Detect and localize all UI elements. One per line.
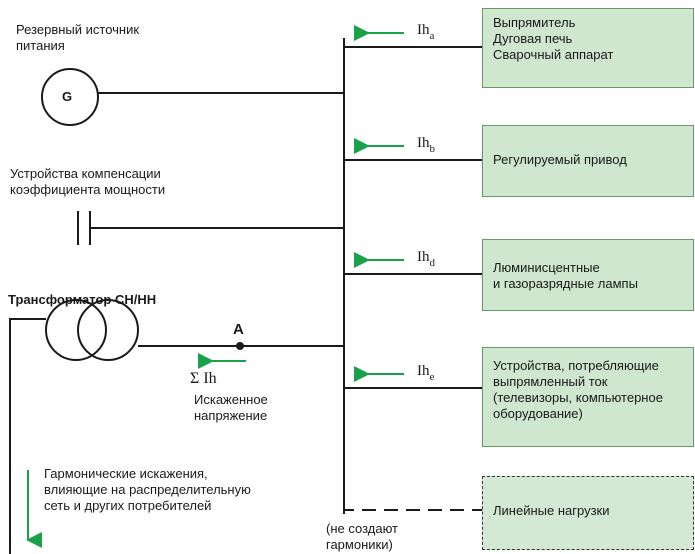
sum-current-label: Σ Ih xyxy=(190,370,217,387)
load-box-rectified-current: Устройства, потребляющие выпрямленный то… xyxy=(482,347,694,447)
transformer-coil-left xyxy=(45,299,107,361)
load-box-lamps: Люминисцентные и газоразрядные лампы xyxy=(482,239,694,311)
current-label-e: Ihe xyxy=(417,363,435,383)
generator-symbol: G xyxy=(62,89,73,104)
transformer-label: Трансформатор СН/НН xyxy=(8,292,157,307)
capacitor-label: Устройства компенсации коэффициента мощн… xyxy=(10,166,166,197)
current-label-d: Ihd xyxy=(417,249,435,269)
network-wire xyxy=(9,318,46,554)
distortion-note: Гармонические искажения, влияющие на рас… xyxy=(44,466,251,513)
load-box-drive: Регулируемый привод xyxy=(482,125,694,197)
point-a-dot xyxy=(236,342,244,350)
point-a-label: A xyxy=(233,321,244,338)
current-label-b: Ihb xyxy=(417,135,435,155)
distorted-voltage-label: Искаженное напряжение xyxy=(194,392,268,423)
transformer-coil-right xyxy=(77,299,139,361)
current-label-a: Iha xyxy=(417,22,435,42)
linear-load-wire xyxy=(343,509,482,514)
generator-circle xyxy=(41,68,99,126)
load-box-linear: Линейные нагрузки xyxy=(482,476,694,550)
load-box-rectifier: Выпрямитель Дуговая печь Сварочный аппар… xyxy=(482,8,694,88)
linear-load-note: (не создают гармоники) xyxy=(326,521,398,552)
source-label: Резервный источник питания xyxy=(16,22,140,53)
